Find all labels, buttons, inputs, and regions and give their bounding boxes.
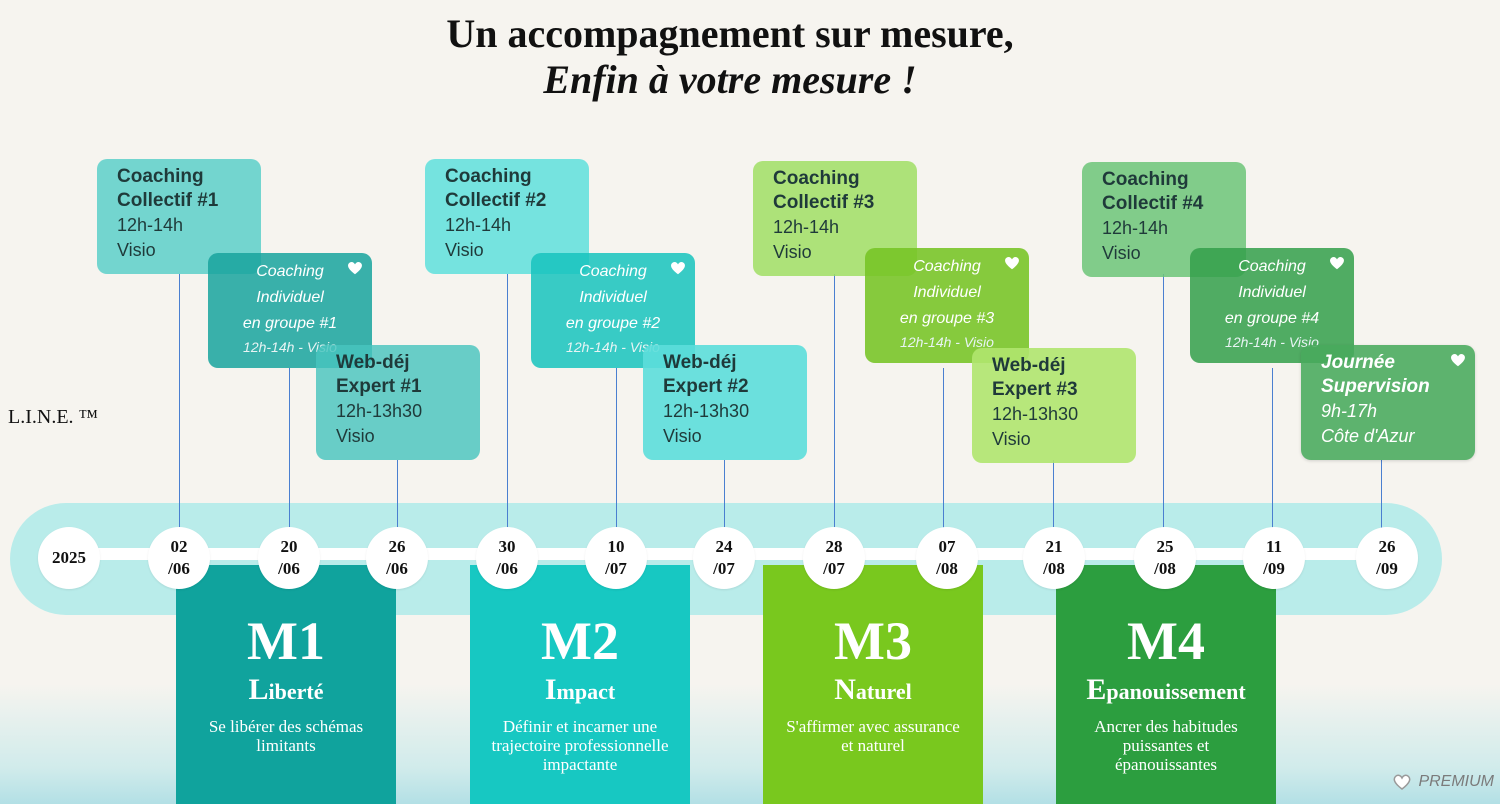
connector-line — [289, 368, 290, 528]
page-title: Un accompagnement sur mesure, — [446, 11, 1014, 56]
date-circle: 02/06 — [148, 527, 210, 589]
module-name: Naturel — [834, 673, 912, 706]
module-description: Se libérer des schémas limitants — [208, 717, 364, 755]
page-subtitle: Enfin à votre mesure ! — [543, 57, 917, 102]
premium-badge: PREMIUM — [1392, 772, 1494, 792]
module-code: M4 — [1127, 611, 1205, 671]
module-code: M1 — [247, 611, 325, 671]
trademark-label: L.I.N.E. ™ — [8, 406, 99, 428]
connector-line — [179, 274, 180, 528]
date-circle: 07/08 — [916, 527, 978, 589]
heart-icon — [1451, 353, 1465, 367]
date-circle: 24/07 — [693, 527, 755, 589]
date-circle: 11/09 — [1243, 527, 1305, 589]
connector-line — [507, 274, 508, 528]
premium-label: PREMIUM — [1418, 773, 1494, 790]
module-code: M3 — [834, 611, 912, 671]
connector-line — [616, 368, 617, 528]
date-circle: 30/06 — [476, 527, 538, 589]
connector-line — [397, 460, 398, 528]
connector-line — [724, 460, 725, 528]
module-name: Impact — [544, 673, 616, 706]
module-code: M2 — [541, 611, 619, 671]
module-description: Définir et incarner une trajectoire prof… — [491, 717, 669, 774]
module-description: Ancrer des habitudes puissantes et épano… — [1094, 717, 1238, 774]
module-m3: M3 Naturel S'affirmer avec assurance et … — [763, 565, 983, 804]
date-circle: 20/06 — [258, 527, 320, 589]
module-m4: M4 Epanouissement Ancrer des habitudes p… — [1056, 565, 1276, 804]
connector-line — [1381, 460, 1382, 528]
module-m2: M2 Impact Définir et incarner une trajec… — [470, 565, 690, 804]
heart-icon — [1330, 256, 1344, 270]
module-m1: M1 Liberté Se libérer des schémas limita… — [176, 565, 396, 804]
year-circle: 2025 — [38, 527, 100, 589]
date-circle: 26/09 — [1356, 527, 1418, 589]
date-circle: 26/06 — [366, 527, 428, 589]
date-circle: 28/07 — [803, 527, 865, 589]
heart-icon — [1005, 256, 1019, 270]
module-name: Liberté — [248, 673, 324, 706]
connector-line — [943, 368, 944, 528]
date-circle: 10/07 — [585, 527, 647, 589]
module-name: Epanouissement — [1086, 673, 1246, 706]
module-description: S'affirmer avec assurance et naturel — [786, 717, 960, 755]
date-circle: 25/08 — [1134, 527, 1196, 589]
connector-line — [834, 274, 835, 528]
connector-line — [1272, 368, 1273, 528]
heart-icon — [671, 261, 685, 275]
connector-line — [1053, 460, 1054, 528]
heart-icon — [1394, 774, 1411, 790]
date-circle: 21/08 — [1023, 527, 1085, 589]
connector-line — [1163, 274, 1164, 528]
heart-icon — [348, 261, 362, 275]
